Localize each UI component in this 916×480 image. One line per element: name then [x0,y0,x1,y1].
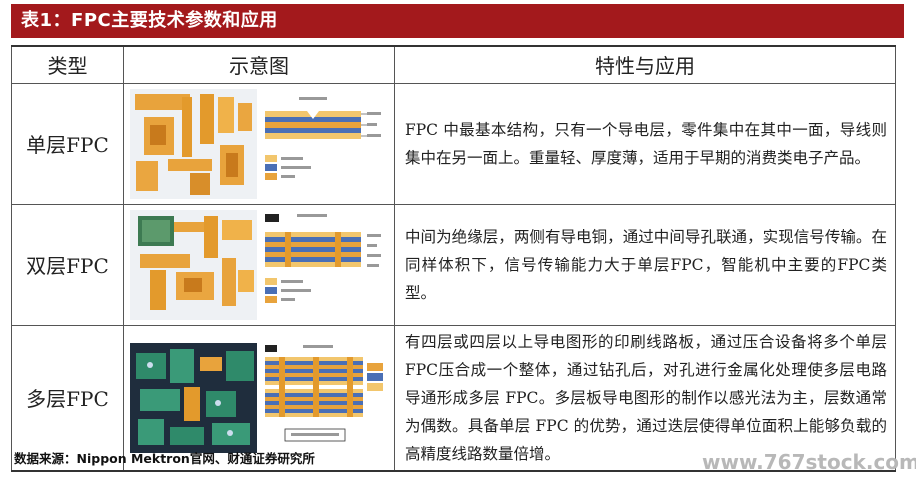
table-header-row: 类型 示意图 特性与应用 [11,45,896,84]
table-row: 多层FPC [11,324,896,472]
watermark: www.767stock.com [702,450,916,474]
header-features: 特性与应用 [394,45,896,84]
multi-layer-fpc-photo [130,342,257,453]
double-layer-fpc-photo [130,209,257,320]
diagram-cell [123,82,395,205]
table-row: 单层FPC [11,82,896,205]
header-type: 类型 [11,45,124,84]
table-title: 表1：FPC主要技术参数和应用 [11,4,904,38]
data-source-note: 数据来源：Nippon Mektron官网、财通证券研究所 [14,451,315,466]
header-diagram: 示意图 [123,45,395,84]
double-layer-structure-diagram [263,210,388,320]
row-description: 有四层或四层以上导电图形的印刷线路板，通过压合设备将多个单层FPC压合成一个整体… [394,324,896,472]
diagram-cell [123,203,395,326]
single-layer-structure-diagram [263,89,388,199]
multi-layer-structure-diagram [263,343,388,453]
single-layer-fpc-photo [130,88,257,199]
row-type-label: 单层FPC [11,82,124,205]
row-description: 中间为绝缘层，两侧有导电铜，通过中间导孔联通，实现信号传输。在同样体积下，信号传… [394,203,896,326]
fpc-table: 类型 示意图 特性与应用 单层FPC [11,45,896,472]
row-type-label: 双层FPC [11,203,124,326]
table-row: 双层FPC [11,203,896,326]
diagram-cell [123,324,395,472]
row-description: FPC 中最基本结构，只有一个导电层，零件集中在其中一面，导线则集中在另一面上。… [394,82,896,205]
